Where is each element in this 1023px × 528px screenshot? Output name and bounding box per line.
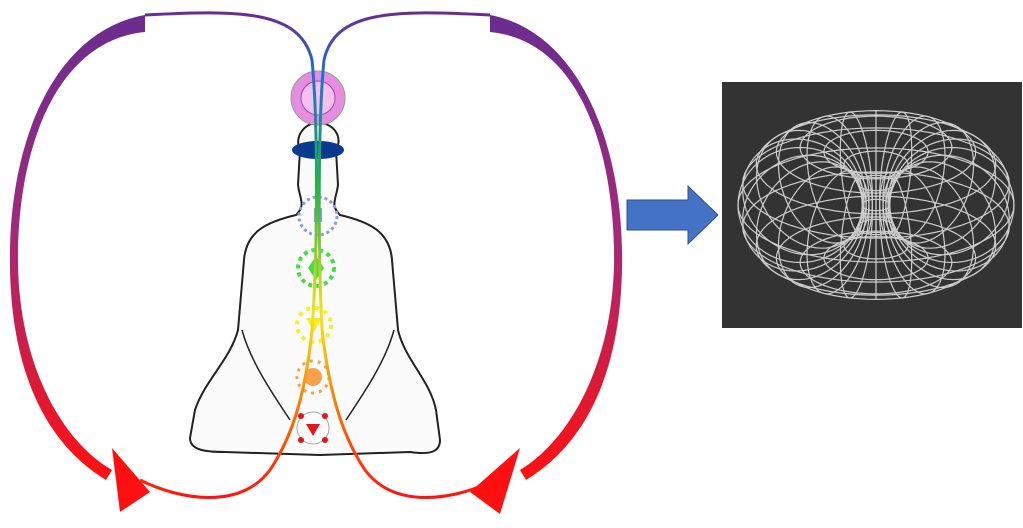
right-energy-loop [317, 11, 623, 514]
torus-wire [755, 114, 997, 215]
torus-wire [799, 230, 953, 295]
chakra-root [296, 411, 330, 445]
torus-wire [843, 150, 909, 179]
left-energy-loop [9, 11, 318, 512]
chakra-solar-plexus [295, 306, 333, 344]
torus-wire [861, 198, 891, 212]
torus-wire [755, 195, 997, 296]
torus-wire [843, 231, 909, 260]
right-arrow-icon [626, 184, 719, 246]
torus-wire [856, 174, 896, 192]
chakra-third-eye [292, 141, 344, 159]
torus-wire [742, 171, 1010, 283]
torus-wire [856, 218, 896, 236]
chakra-crown [290, 70, 346, 126]
torus-wire [823, 235, 929, 281]
torus-image [722, 82, 1022, 328]
torus-wire [775, 109, 977, 194]
torus-wire [742, 127, 1010, 239]
right-arrowhead [470, 448, 520, 514]
torus-wire [775, 216, 977, 301]
torus-wire [737, 147, 1015, 263]
torus-wire [823, 129, 929, 175]
left-arrowhead [112, 448, 150, 512]
